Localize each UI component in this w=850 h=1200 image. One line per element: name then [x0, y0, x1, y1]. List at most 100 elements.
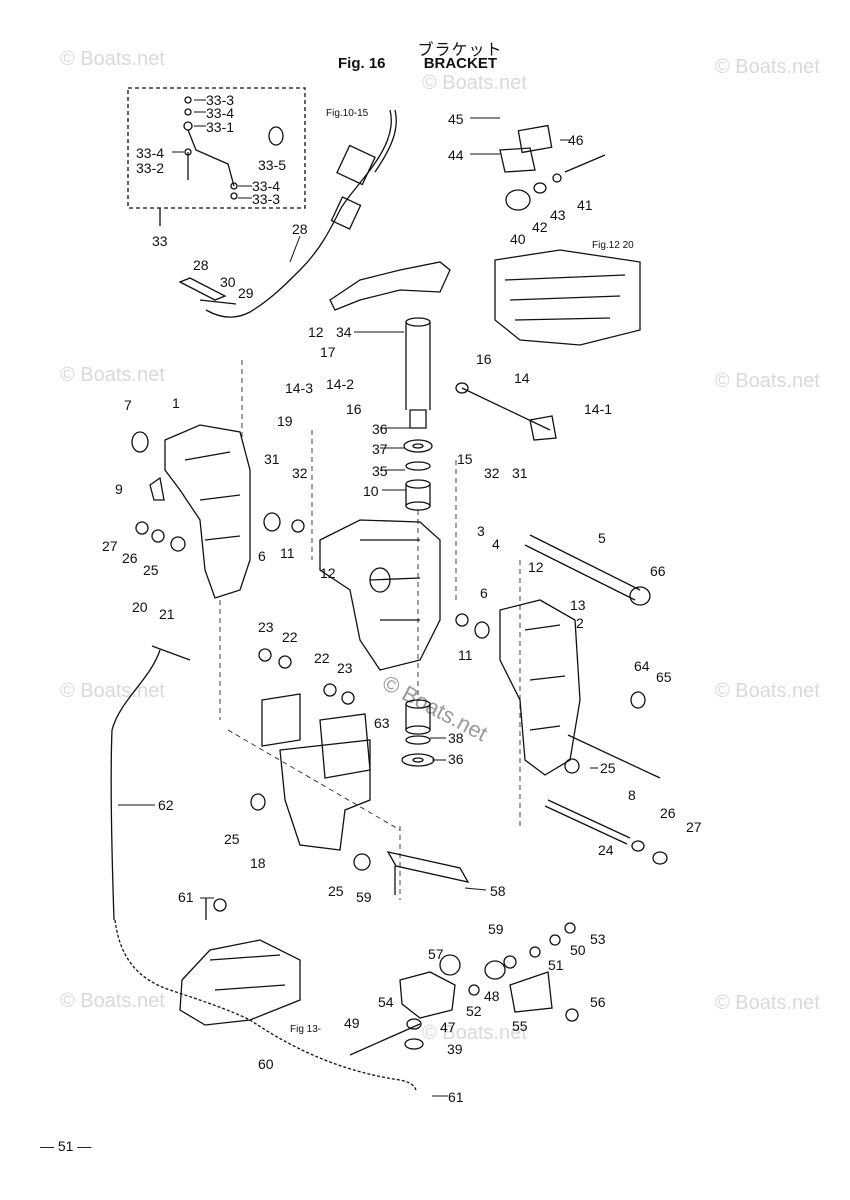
part-label: 33-4: [206, 105, 235, 121]
part-label: 9: [115, 481, 123, 497]
part-label: 43: [550, 207, 566, 223]
part-label: 27: [102, 538, 118, 554]
part-label: 28: [193, 257, 209, 273]
part-label: 1: [172, 395, 180, 411]
part-label: 4: [492, 536, 500, 552]
part-label: 33-4: [136, 145, 165, 161]
part-label: 10: [363, 483, 379, 499]
part-label: 49: [344, 1015, 360, 1031]
part-label: 14-1: [584, 401, 613, 417]
part-label: 35: [372, 463, 388, 479]
part-label: 16: [346, 401, 362, 417]
reference-label: Fig.12 20: [592, 240, 634, 251]
part-label: 53: [590, 931, 606, 947]
part-label: 12: [320, 565, 336, 581]
part-label: 33-4: [252, 178, 281, 194]
part-label: 56: [590, 994, 606, 1010]
part-label: 33-3: [206, 92, 235, 108]
part-label: 36: [448, 751, 464, 767]
part-label: 65: [656, 669, 672, 685]
part-label: 7: [124, 397, 132, 413]
part-label: 14-2: [326, 376, 355, 392]
part-label: 57: [428, 946, 444, 962]
watermark: © Boats.net: [715, 680, 820, 702]
part-label: 2: [576, 615, 584, 631]
part-label: 31: [512, 465, 528, 481]
figure-title: Fig. 16 BRACKET: [338, 55, 497, 72]
figure-number: Fig. 16: [338, 55, 386, 72]
part-label: 24: [598, 842, 614, 858]
part-label: 48: [484, 988, 500, 1004]
part-label: 17: [320, 344, 336, 360]
part-label: 12: [308, 324, 324, 340]
part-label: 14: [514, 370, 530, 386]
reference-label: Fig 13-: [290, 1024, 322, 1035]
part-label: 34: [336, 324, 352, 340]
part-label: 61: [448, 1089, 464, 1105]
part-label: 33-1: [206, 119, 235, 135]
watermark: © Boats.net: [422, 72, 527, 94]
part-label: 44: [448, 147, 464, 163]
part-label: 22: [282, 629, 298, 645]
part-label: 14-3: [285, 380, 314, 396]
part-label: 15: [457, 451, 473, 467]
watermark: © Boats.net: [60, 364, 165, 386]
part-label: 26: [660, 805, 676, 821]
part-label: 20: [132, 599, 148, 615]
part-label: 32: [292, 465, 308, 481]
part-label: 61: [178, 889, 194, 905]
part-label: 45: [448, 111, 464, 127]
part-label: 52: [466, 1003, 482, 1019]
part-label: 21: [159, 606, 175, 622]
part-label: 19: [277, 413, 293, 429]
part-label: 29: [238, 285, 254, 301]
watermark: © Boats.net: [715, 56, 820, 78]
part-label: 33-5: [258, 157, 287, 173]
part-label: 55: [512, 1018, 528, 1034]
part-label: 8: [628, 787, 636, 803]
part-label: 31: [264, 451, 280, 467]
reference-label: Fig.10-15: [326, 108, 369, 119]
part-label: 36: [372, 421, 388, 437]
watermark: © Boats.net: [60, 48, 165, 70]
watermark: © Boats.net: [60, 990, 165, 1012]
part-label: 51: [548, 957, 564, 973]
part-label: 47: [440, 1019, 456, 1035]
part-label: 38: [448, 730, 464, 746]
part-label: 23: [337, 660, 353, 676]
part-label: 11: [280, 545, 295, 561]
part-label: 46: [568, 132, 584, 148]
part-label: 59: [488, 921, 504, 937]
part-label: 3: [477, 523, 485, 539]
part-label: 33-2: [136, 160, 165, 176]
part-label: 30: [220, 274, 236, 290]
part-label: 63: [374, 715, 390, 731]
part-label: 60: [258, 1056, 274, 1072]
part-label: 26: [122, 550, 138, 566]
part-label: 66: [650, 563, 666, 579]
part-label: 12: [528, 559, 544, 575]
part-label: 23: [258, 619, 274, 635]
part-label: 64: [634, 658, 650, 674]
part-label: 6: [258, 548, 266, 564]
part-label: 11: [458, 647, 473, 663]
part-label: 59: [356, 889, 372, 905]
part-label: 39: [447, 1041, 463, 1057]
part-label: 40: [510, 231, 526, 247]
part-label: 62: [158, 797, 174, 813]
part-label: 33-3: [252, 191, 281, 207]
watermark: © Boats.net: [715, 370, 820, 392]
part-label: 16: [476, 351, 492, 367]
part-label: 5: [598, 530, 606, 546]
part-label: 18: [250, 855, 266, 871]
part-label: 50: [570, 942, 586, 958]
part-label: 13: [570, 597, 586, 613]
part-label: 27: [686, 819, 702, 835]
part-label: 22: [314, 650, 330, 666]
title-japanese: ブラケット: [417, 40, 503, 59]
watermark: © Boats.net: [422, 1022, 527, 1044]
part-label: 25: [143, 562, 159, 578]
figure-title-english: BRACKET: [423, 55, 498, 72]
page-number: 51: [40, 1138, 91, 1154]
